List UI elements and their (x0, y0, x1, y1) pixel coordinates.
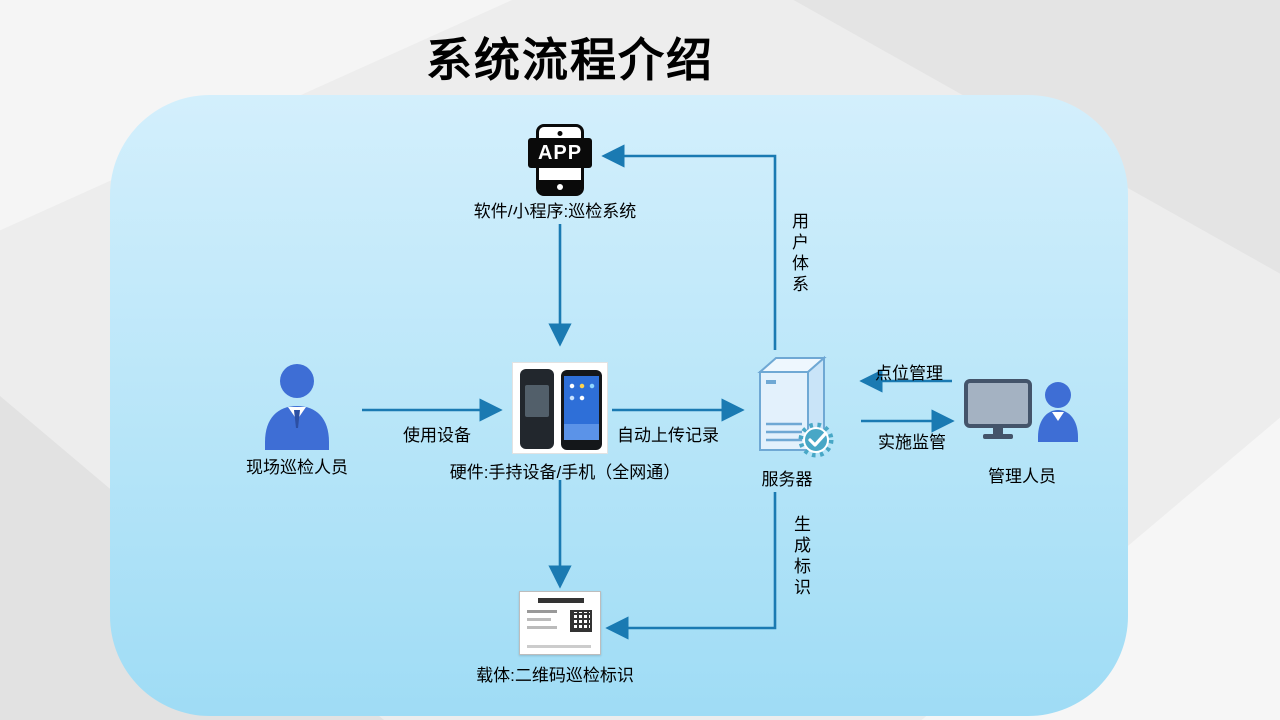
manager-icon (962, 378, 1082, 442)
manager-label: 管理人员 (988, 467, 1056, 486)
device-label: 硬件:手持设备/手机（全网通） (449, 463, 681, 482)
edge-label-user-system: 用户体系 (789, 212, 808, 296)
handheld-device-image (512, 362, 608, 454)
app-badge-label: APP (528, 138, 592, 168)
person-icon (265, 364, 329, 450)
qrcode-icon (570, 610, 592, 632)
page-title: 系统流程介绍 (426, 34, 714, 86)
gear-check-icon (798, 422, 834, 458)
edge-label-use-device: 使用设备 (403, 426, 471, 445)
inspector-person-icon (262, 362, 332, 450)
server-label: 服务器 (761, 470, 813, 489)
qrcode-card (519, 591, 601, 655)
phone-home-button (557, 183, 563, 190)
server-icon (746, 352, 838, 458)
server-tower-icon (757, 355, 834, 458)
edge-label-supervision: 实施监管 (878, 433, 946, 452)
edge-label-point-management: 点位管理 (875, 364, 943, 383)
phone-camera-dot (557, 131, 563, 136)
phone-bottom-bar (539, 180, 581, 193)
qrcode-card-line (527, 610, 557, 613)
edge-label-auto-upload: 自动上传记录 (617, 426, 719, 445)
monitor-person-icon (964, 379, 1078, 442)
qrcode-card-line (527, 645, 591, 648)
edge-label-generate-id: 生成标识 (791, 515, 810, 599)
qrcode-card-line (527, 626, 557, 629)
inspector-label: 现场巡检人员 (246, 458, 348, 477)
qrcode-card-title-bar (538, 598, 584, 603)
app-icon: APP (528, 124, 592, 198)
qrcode-card-line (527, 618, 551, 621)
app-label: 软件/小程序:巡检系统 (473, 202, 637, 221)
rugged-handheld-screen (525, 385, 549, 417)
qrcode-label: 载体:二维码巡检标识 (476, 666, 634, 685)
smartphone-screen (564, 376, 599, 440)
